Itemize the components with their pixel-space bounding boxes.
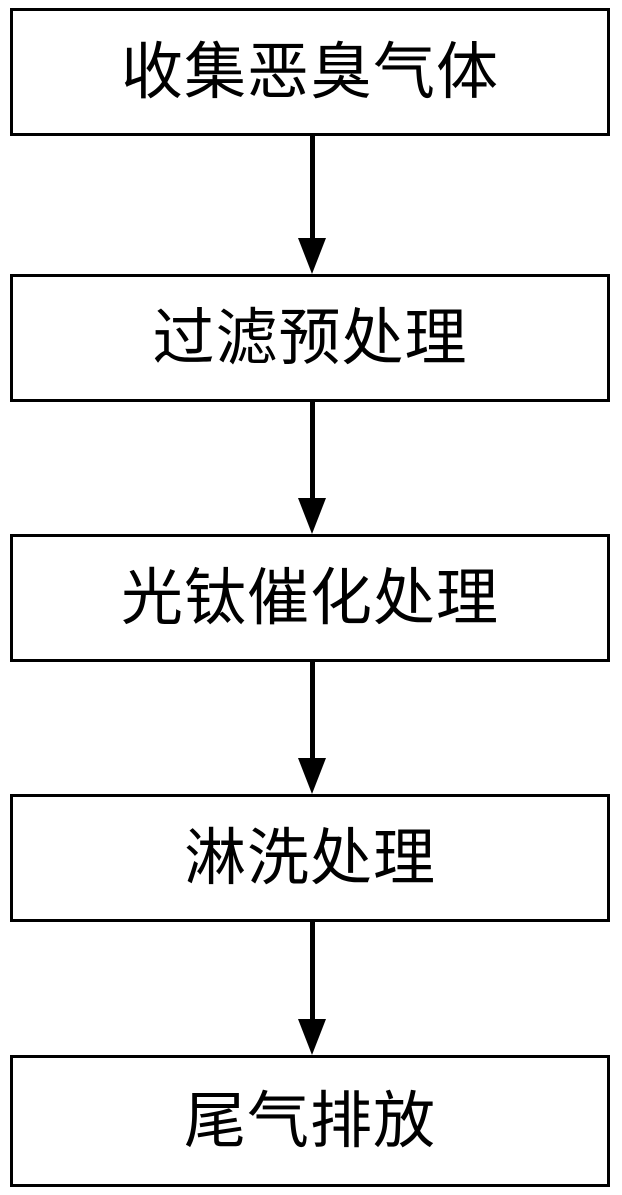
flow-arrow-down-icon — [298, 662, 326, 794]
step-label: 过滤预处理 — [152, 301, 468, 374]
step-photo-titanium-catalysis: 光钛催化处理 — [10, 534, 610, 662]
arrow-head — [298, 758, 326, 794]
arrow-shaft — [310, 136, 315, 240]
arrow-shaft — [310, 662, 315, 760]
step-label: 淋洗处理 — [183, 821, 436, 894]
flow-arrow-down-icon — [298, 922, 326, 1055]
step-collect-odor-gas: 收集恶臭气体 — [10, 8, 610, 136]
flow-arrow-down-icon — [298, 136, 326, 274]
arrow-shaft — [310, 922, 315, 1021]
step-exhaust-discharge: 尾气排放 — [10, 1055, 610, 1187]
step-label: 收集恶臭气体 — [120, 35, 499, 108]
arrow-shaft — [310, 402, 315, 500]
step-scrubbing-treatment: 淋洗处理 — [10, 794, 610, 922]
flow-arrow-down-icon — [298, 402, 326, 534]
arrow-head — [298, 1019, 326, 1055]
step-label: 光钛催化处理 — [120, 561, 499, 634]
step-filter-pretreatment: 过滤预处理 — [10, 274, 610, 402]
step-label: 尾气排放 — [183, 1084, 436, 1157]
arrow-head — [298, 498, 326, 534]
arrow-head — [298, 238, 326, 274]
